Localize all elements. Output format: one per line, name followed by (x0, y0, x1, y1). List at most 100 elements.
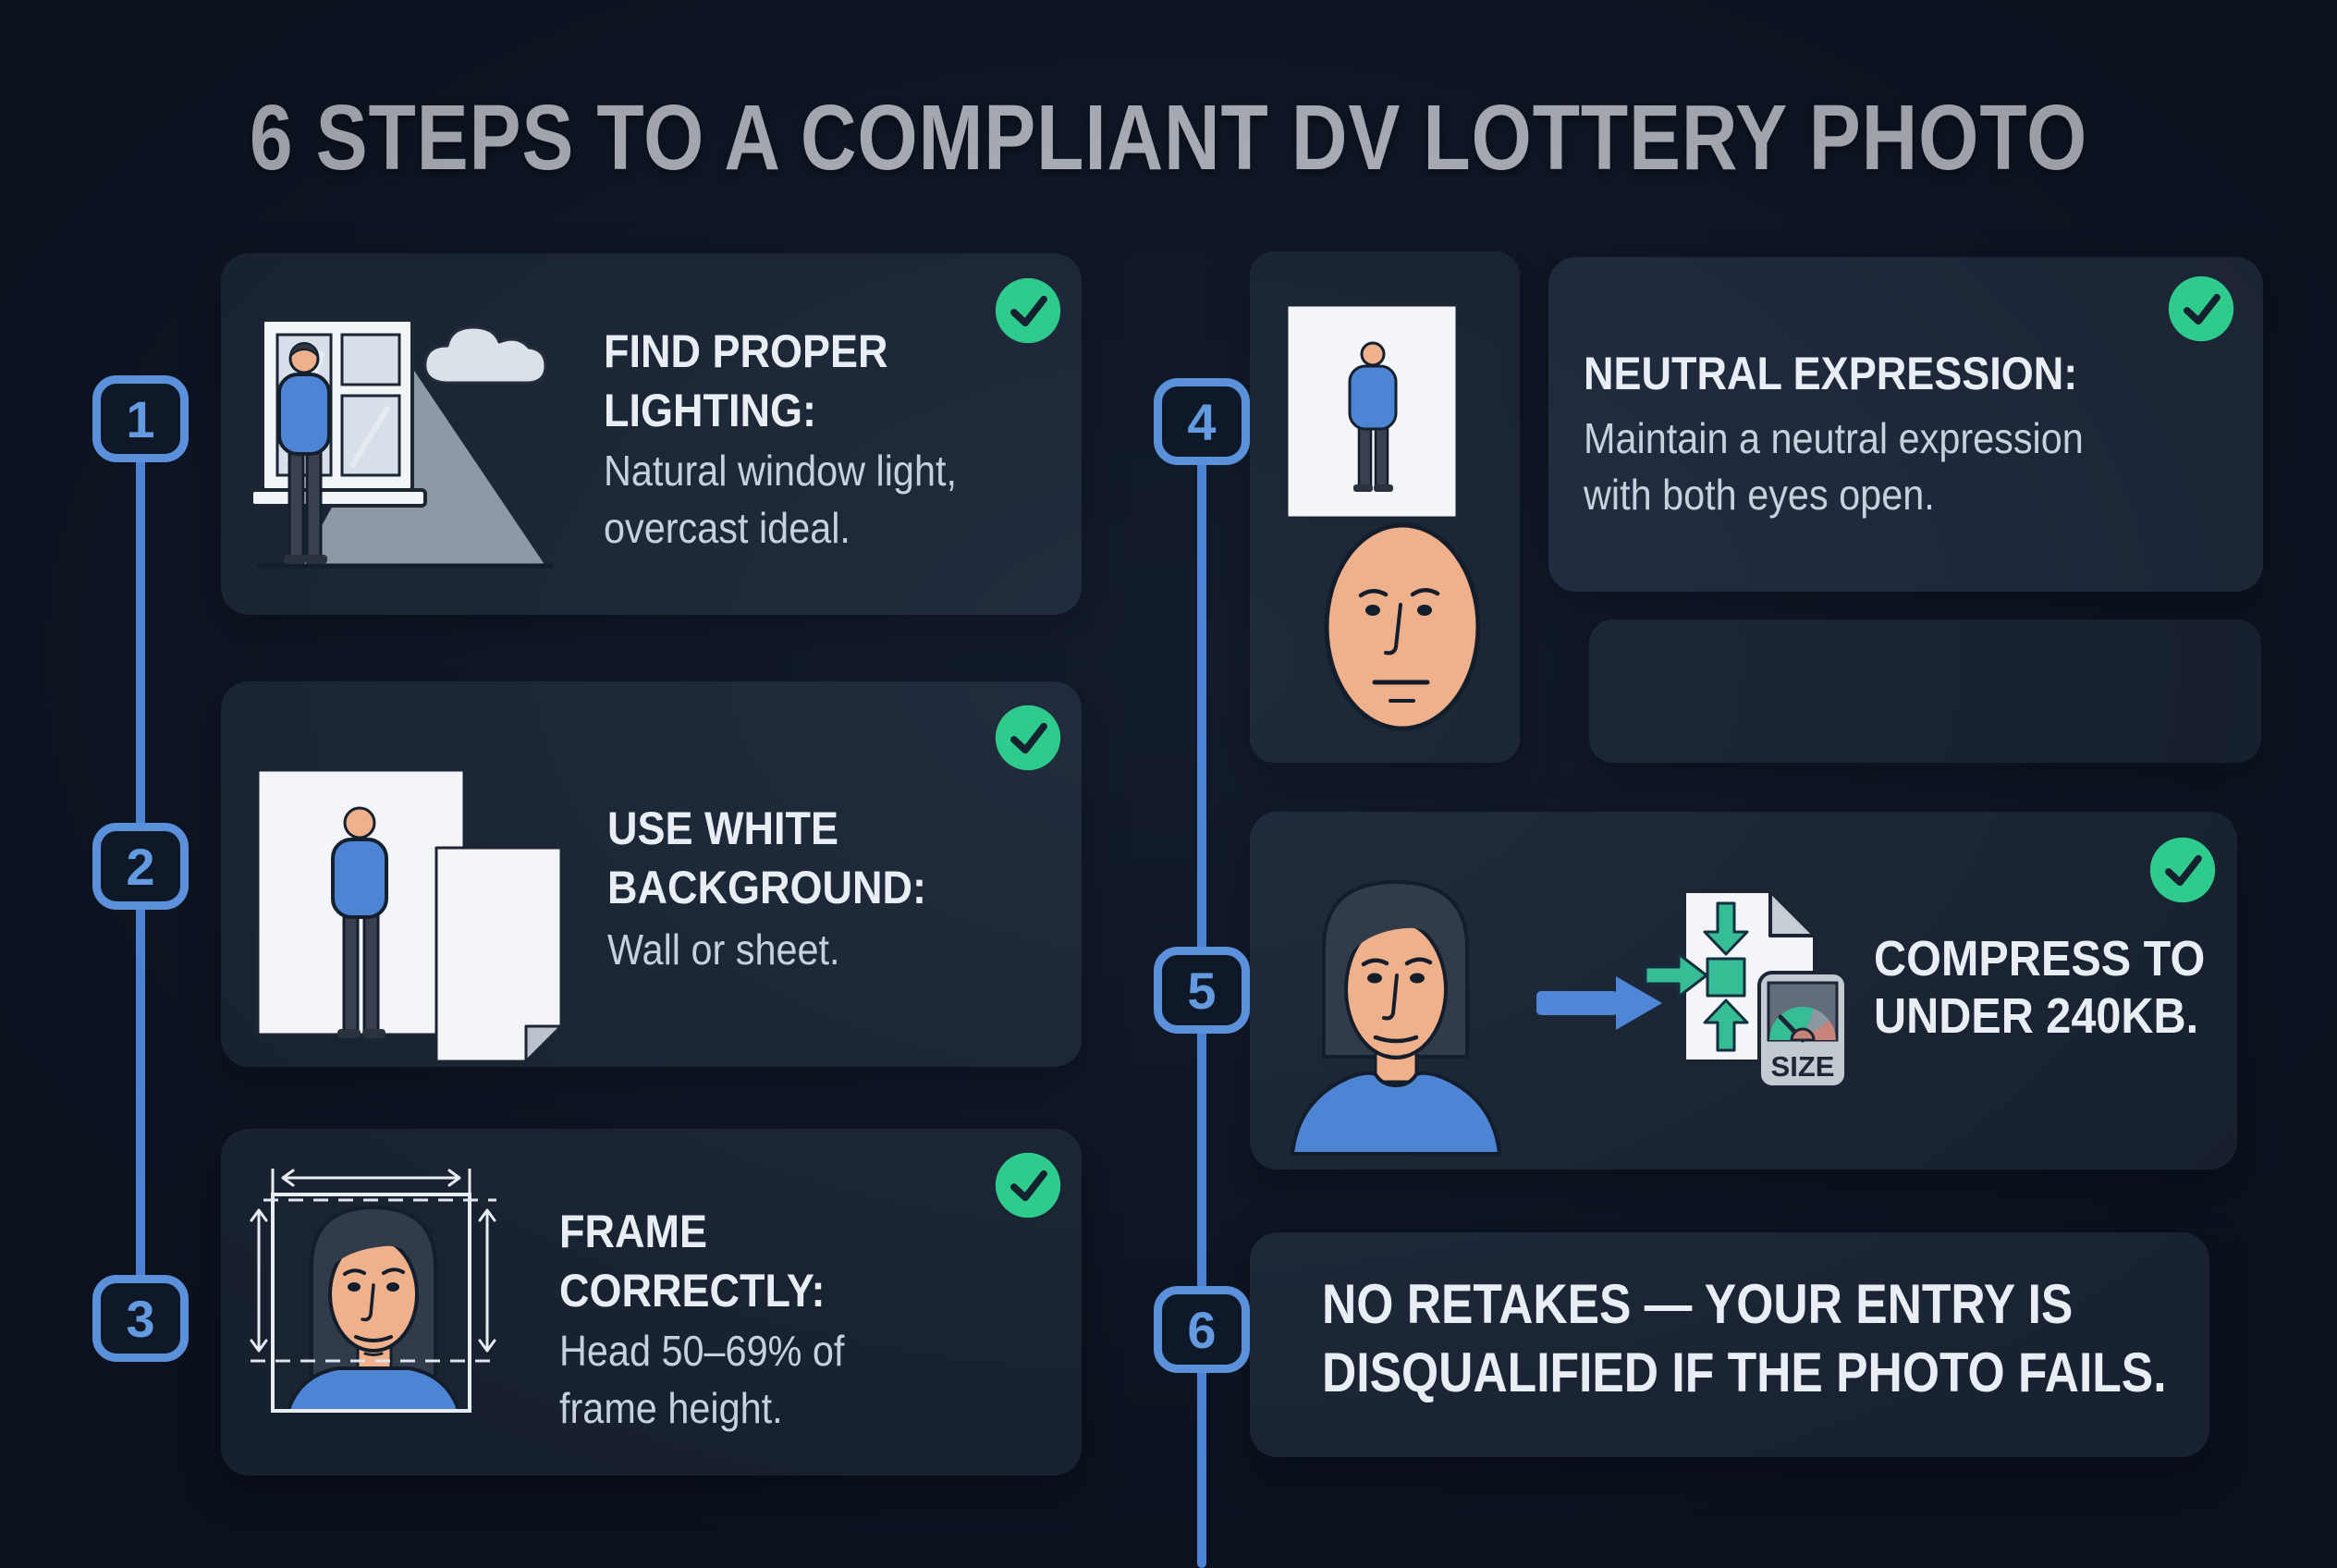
step-4-check-icon (2168, 276, 2234, 342)
step-2-check-icon (995, 704, 1061, 771)
step-3-heading-line-1: FRAME (559, 1206, 707, 1257)
compress-arrows-icon (1644, 901, 1749, 1052)
step-3-body-line-1: Head 50–69% of (559, 1327, 845, 1375)
person-shoe-left (284, 555, 306, 564)
step-4-body-line-1: Maintain a neutral expression (1584, 414, 2084, 462)
photo-person-shoe-left (1353, 484, 1373, 492)
person-shoe-left (337, 1029, 361, 1038)
step-6-heading-line-2: DISQUALIFIED IF THE PHOTO FAILS. (1322, 1341, 2167, 1403)
person-shoe-right (305, 555, 327, 564)
step-5-check-icon (2149, 837, 2216, 903)
step-2-badge: 2 (92, 823, 189, 910)
person-hair (288, 342, 320, 361)
photo-person-head (1360, 341, 1386, 367)
window-sill (250, 488, 427, 508)
white-background-illustration (256, 768, 563, 1063)
step-5-number: 5 (1187, 961, 1217, 1020)
woman-nose (1382, 974, 1399, 1021)
step-4-lower-band (1589, 619, 2261, 763)
portrait-eye-left (348, 1282, 361, 1292)
head-height-arrow-left (250, 1208, 268, 1353)
step-1-badge: 1 (92, 375, 189, 462)
person-leg-left (342, 913, 360, 1033)
step-3-body-line-2: frame height. (559, 1384, 783, 1432)
portrait-brow-right (382, 1268, 405, 1275)
photo-person-leg-right (1374, 425, 1389, 488)
sheet-fold-corner (524, 1024, 563, 1063)
head-height-arrow-right (478, 1208, 496, 1353)
size-gauge-icon: SIZE (1757, 971, 1848, 1089)
portrait-mouth (354, 1335, 393, 1342)
step-6-number: 6 (1187, 1300, 1217, 1359)
portrait-chin-line (363, 1352, 384, 1356)
step-1-body: Natural window light, overcast ideal. (604, 442, 957, 557)
step-2-body: Wall or sheet. (607, 921, 840, 978)
step-1-check-icon (995, 277, 1061, 344)
portrait-nose (361, 1283, 375, 1322)
photo-person-shoe-right (1374, 484, 1393, 492)
timeline-connector-6-end (1197, 1368, 1206, 1568)
head-guide-lines (251, 1198, 496, 1363)
person-shoe-right (362, 1029, 385, 1038)
portrait-fringe (330, 1231, 427, 1278)
step-1-heading-line-1: FIND PROPER (604, 325, 888, 377)
timeline-connector-4-5 (1197, 460, 1206, 950)
step-6-heading-line-1: NO RETAKES — YOUR ENTRY IS (1322, 1273, 2074, 1335)
woman-shirt (1290, 1071, 1502, 1156)
portrait-brow-left (343, 1268, 366, 1276)
step-3-number: 3 (126, 1289, 155, 1348)
person-leg-right (362, 913, 380, 1033)
neutral-face-brow-right (1410, 588, 1440, 597)
woman-brow-right (1404, 957, 1433, 966)
person-leg-right (305, 444, 323, 558)
person-leg-left (288, 444, 305, 558)
step-3-badge: 3 (92, 1275, 189, 1362)
person-head (343, 806, 376, 839)
size-gauge-label: SIZE (1771, 1050, 1835, 1083)
step-2-heading: USE WHITE BACKGROUND: (607, 799, 926, 917)
step-5-heading-line-2: UNDER 240KB. (1874, 988, 2199, 1044)
width-arrow (281, 1169, 461, 1187)
timeline-connector-1-2 (136, 458, 145, 827)
woman-eye-left (1367, 973, 1382, 984)
framing-illustration (250, 1169, 496, 1413)
neutral-face-illustration (1285, 303, 1481, 731)
step-6-card (1250, 1232, 2209, 1457)
step-5-badge: 5 (1154, 947, 1250, 1034)
woman-brow-left (1361, 958, 1389, 967)
woman-fringe (1346, 911, 1454, 969)
right-arrow-icon (1536, 976, 1662, 1030)
photo-person-leg-left (1357, 425, 1373, 488)
step-4-badge: 4 (1154, 378, 1250, 465)
step-2-number: 2 (126, 837, 155, 896)
step-1-body-line-2: overcast ideal. (604, 504, 850, 552)
step-2-heading-line-1: USE WHITE (607, 802, 839, 854)
step-3-body: Head 50–69% of frame height. (559, 1322, 844, 1437)
step-1-heading-line-2: LIGHTING: (604, 385, 816, 436)
timeline-connector-5-6 (1197, 1029, 1206, 1290)
step-5-heading: COMPRESS TO UNDER 240KB. (1874, 930, 2205, 1045)
neutral-face (1324, 522, 1481, 731)
step-4-heading: NEUTRAL EXPRESSION: (1584, 344, 2077, 403)
cloud-icon (423, 325, 547, 385)
person-torso (277, 373, 331, 456)
neutral-face-eye-left (1365, 605, 1380, 616)
file-fold-corner (1768, 889, 1817, 937)
woman-chin-line (1385, 1054, 1407, 1060)
step-4-heading-line-1: NEUTRAL EXPRESSION: (1584, 348, 2078, 399)
step-3-heading: FRAME CORRECTLY: (559, 1202, 826, 1320)
photo-person-torso (1348, 364, 1398, 431)
step-2-body-line-1: Wall or sheet. (607, 925, 840, 974)
step-4-card (1548, 257, 2263, 592)
step-4-body: Maintain a neutral expression with both … (1584, 410, 2084, 523)
portrait-shoulders (286, 1366, 461, 1411)
step-3-heading-line-2: CORRECTLY: (559, 1265, 826, 1317)
portrait-eye-right (386, 1282, 399, 1292)
page-title: 6 STEPS TO A COMPLIANT DV LOTTERY PHOTO (249, 86, 2088, 190)
person-torso (331, 838, 388, 919)
step-3-check-icon (995, 1152, 1061, 1219)
neutral-face-eye-right (1417, 605, 1432, 616)
glass-highlight-2 (349, 405, 391, 469)
photo-frame-border (271, 1193, 471, 1413)
